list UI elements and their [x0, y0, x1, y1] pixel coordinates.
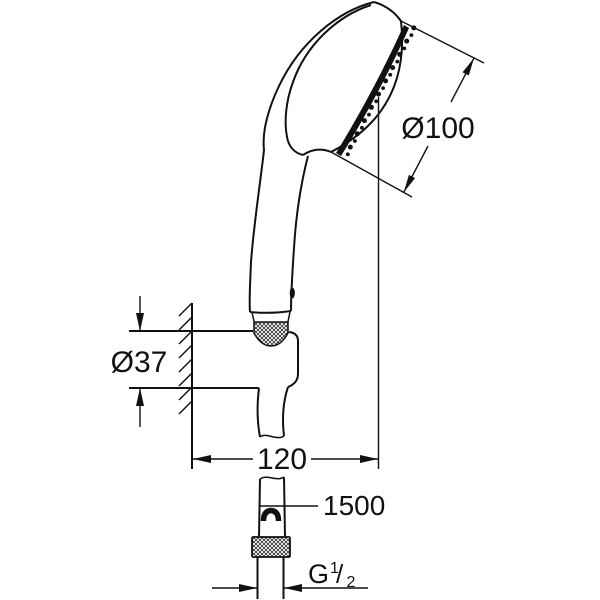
hose-marking	[260, 507, 282, 522]
arrowhead-120-left	[193, 455, 211, 463]
dim-head-diameter: Ø100	[330, 20, 485, 469]
hose-length-label: 1500	[323, 490, 385, 521]
hose-lower-break	[259, 476, 285, 480]
dim-wall-to-axis: 120	[193, 443, 378, 476]
dim-thread-size: G 1 / 2	[212, 559, 368, 592]
extension-line-head-top	[400, 20, 485, 64]
wall-holder	[129, 330, 299, 389]
arrowhead-thread-right	[284, 584, 302, 592]
handle-bottom-edge	[249, 310, 292, 314]
hose-lower-left-edge	[258, 478, 261, 538]
head-inner-curve	[284, 4, 372, 156]
head-diameter-label: Ø100	[401, 112, 474, 145]
spray-face-rim	[330, 20, 404, 153]
hose-upper-break	[259, 434, 285, 439]
holder-diameter-label: Ø37	[111, 346, 168, 379]
hose-lower-right-edge	[283, 476, 286, 538]
holder-right-edge	[287, 331, 299, 388]
arrowhead-head-top	[462, 58, 474, 76]
wall	[178, 302, 193, 469]
shower-handle	[249, 155, 309, 347]
wall-to-axis-label: 120	[257, 443, 307, 476]
hose-upper-left-edge	[256, 387, 261, 438]
thread-label-numerator: 1	[330, 560, 339, 577]
arrowhead-holder-bottom	[136, 388, 144, 406]
dim-holder-diameter: Ø37	[111, 296, 168, 427]
arrowhead-120-right	[360, 455, 378, 463]
extension-line-head-bottom	[330, 151, 413, 198]
shower-head	[248, 1, 417, 313]
spray-face-ring	[336, 25, 409, 156]
handle-neck-left	[251, 311, 255, 322]
wall-hatching	[178, 302, 193, 415]
handle-neck-right	[287, 311, 291, 322]
thread-label-denominator: 2	[347, 574, 356, 591]
thread-label-slash: /	[336, 559, 344, 589]
head-top-edge	[373, 1, 402, 22]
shower-hose-upper	[256, 386, 289, 439]
handle-right-edge	[290, 155, 309, 312]
hose-upper-right-edge	[282, 386, 289, 437]
head-outline	[248, 1, 375, 313]
shower-hose-lower	[251, 476, 291, 599]
nozzle-dots	[345, 25, 417, 157]
arrowhead-holder-top	[136, 313, 144, 331]
arrowhead-head-bottom	[403, 174, 416, 193]
dim-hose-length: 1500	[259, 490, 385, 521]
face-bottom-edge	[302, 148, 332, 156]
handle-nut	[253, 321, 289, 347]
hose-nut	[251, 536, 291, 558]
thread-label-g: G	[308, 559, 329, 589]
handle-button	[289, 287, 295, 299]
arrowhead-thread-left	[239, 584, 257, 592]
